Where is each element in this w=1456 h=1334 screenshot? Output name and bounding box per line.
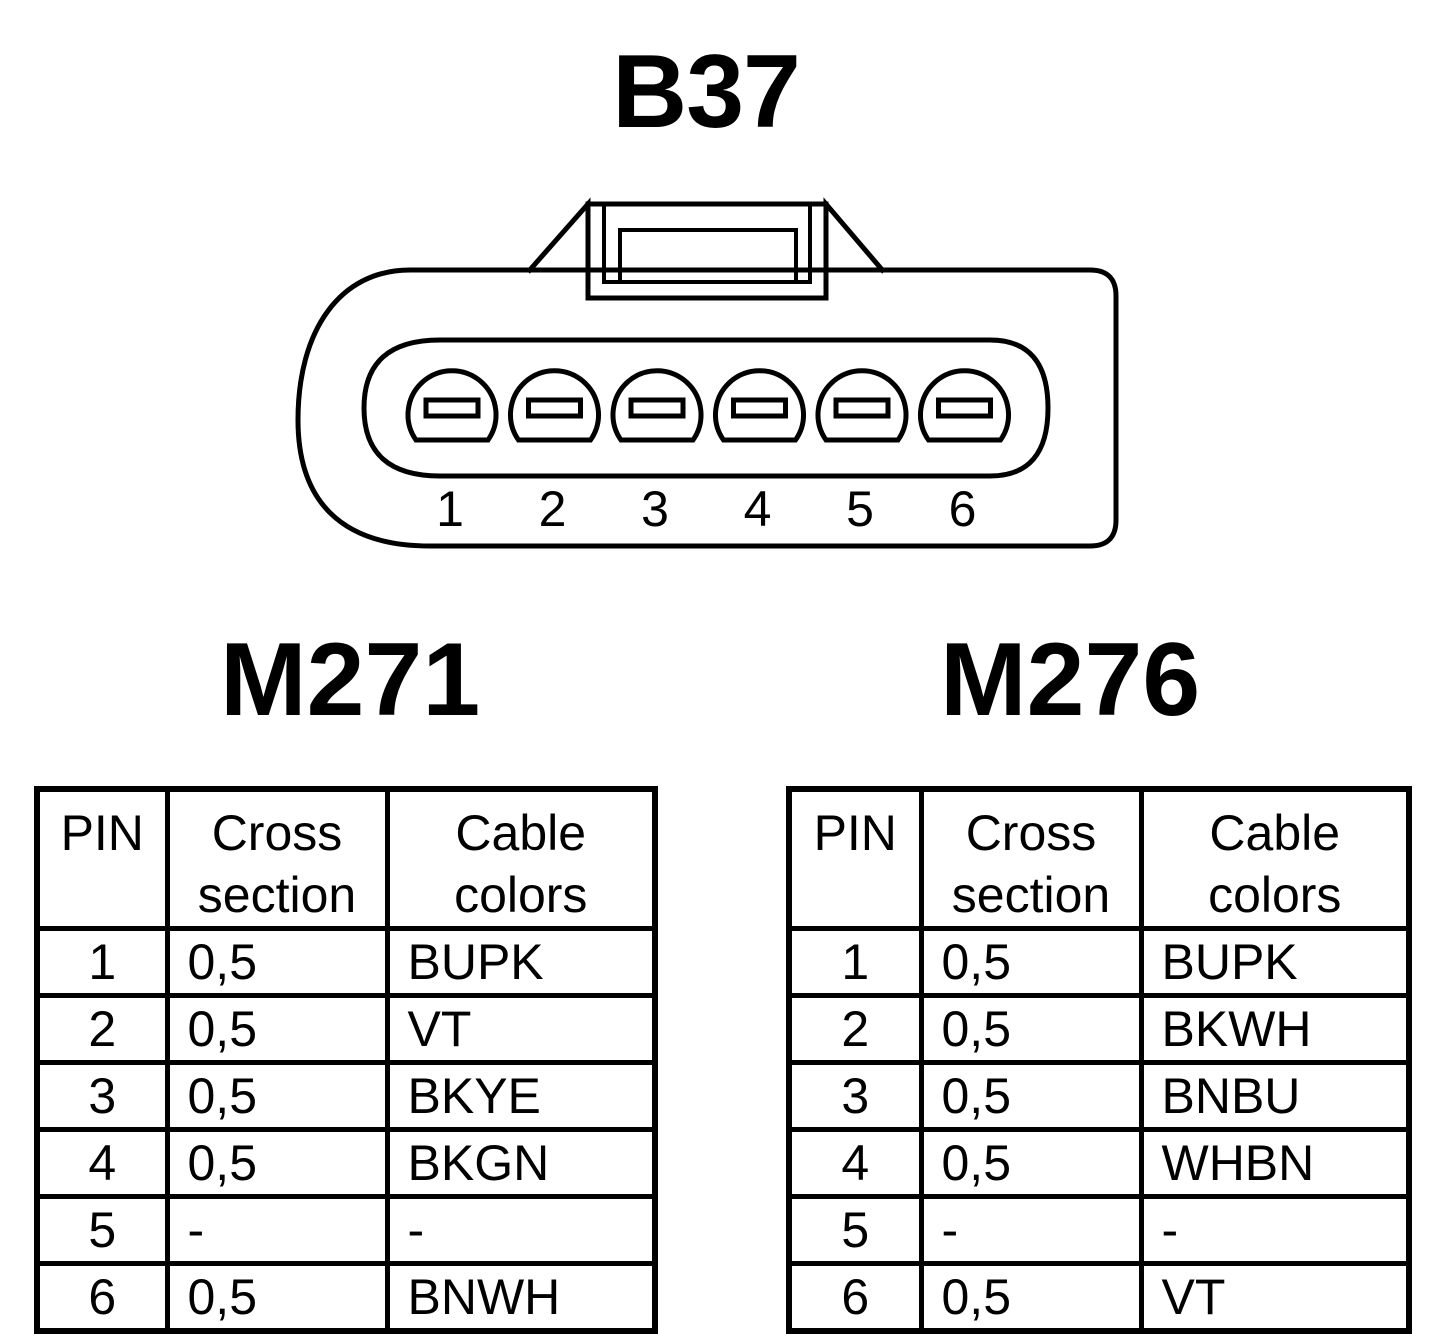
cable-color-cell: - xyxy=(1138,1194,1412,1266)
pin-number: 6 xyxy=(949,481,977,537)
pin-socket xyxy=(918,368,1011,443)
cable-color-cell: BKWH xyxy=(1138,993,1412,1065)
pin-contact xyxy=(936,397,993,419)
header-text: colors xyxy=(1208,867,1342,923)
header-cross-section: Cross section xyxy=(164,786,390,931)
cable-color-cell: VT xyxy=(384,993,658,1065)
engine-title-m276: M276 xyxy=(940,622,1201,738)
cross-section-cell: 0,5 xyxy=(164,926,390,998)
header-cross-section: Cross section xyxy=(918,786,1144,931)
cable-color-cell: BKYE xyxy=(384,1060,658,1132)
header-cable-colors: Cable colors xyxy=(1138,786,1412,931)
connector-pin: 4 xyxy=(713,368,806,537)
connector-pin: 1 xyxy=(405,368,499,537)
header-text: Cross xyxy=(965,805,1097,861)
header-text: section xyxy=(951,867,1111,923)
cross-section-cell: 0,5 xyxy=(918,926,1144,998)
pin-socket xyxy=(405,368,499,443)
header-text: Cable xyxy=(1209,805,1341,861)
table-row: 5-- xyxy=(786,1194,1412,1266)
cross-section-cell: 0,5 xyxy=(164,1127,390,1199)
pin-contact xyxy=(628,397,686,419)
connector-pin: 6 xyxy=(918,368,1011,537)
cable-color-cell: VT xyxy=(1138,1261,1412,1334)
header-text: Cross xyxy=(211,805,343,861)
pin-cell: 6 xyxy=(786,1261,924,1334)
pin-socket xyxy=(815,368,909,443)
header-text: section xyxy=(197,867,357,923)
table-row: 5-- xyxy=(34,1194,658,1266)
connector-diagram: 1 2 3 4 5 6 xyxy=(295,197,1119,549)
pin-socket xyxy=(508,368,601,443)
pin-contact xyxy=(731,397,788,419)
cable-color-cell: BUPK xyxy=(1138,926,1412,998)
header-cable-colors: Cable colors xyxy=(384,786,658,931)
cable-color-cell: BKGN xyxy=(384,1127,658,1199)
cross-section-cell: 0,5 xyxy=(918,993,1144,1065)
cable-color-cell: BNBU xyxy=(1138,1060,1412,1132)
header-text: colors xyxy=(454,867,588,923)
pin-cell: 6 xyxy=(34,1261,170,1334)
pin-number: 1 xyxy=(436,481,464,537)
pin-group: 1 2 3 4 5 6 xyxy=(405,368,1011,537)
header-pin: PIN xyxy=(786,786,924,931)
pin-socket xyxy=(610,368,704,443)
pin-cell: 2 xyxy=(786,993,924,1065)
connector-housing xyxy=(295,267,1119,549)
pin-cell: 5 xyxy=(786,1194,924,1266)
pin-cell: 2 xyxy=(34,993,170,1065)
pin-cell: 1 xyxy=(34,926,170,998)
cable-color-cell: WHBN xyxy=(1138,1127,1412,1199)
cable-color-cell: BNWH xyxy=(384,1261,658,1334)
header-text: Cable xyxy=(455,805,587,861)
pin-cell: 4 xyxy=(34,1127,170,1199)
pin-cell: 4 xyxy=(786,1127,924,1199)
pin-number: 3 xyxy=(641,481,669,537)
cross-section-cell: - xyxy=(918,1194,1144,1266)
cross-section-cell: - xyxy=(164,1194,390,1266)
cross-section-cell: 0,5 xyxy=(918,1060,1144,1132)
pin-number: 2 xyxy=(539,481,567,537)
pin-contact xyxy=(526,397,583,419)
connector-pin: 3 xyxy=(610,368,704,537)
table-header-row: PIN Cross section Cable colors xyxy=(786,786,1412,931)
cable-color-cell: - xyxy=(384,1194,658,1266)
connector-pin: 5 xyxy=(815,368,909,537)
cross-section-cell: 0,5 xyxy=(918,1127,1144,1199)
header-pin: PIN xyxy=(34,786,170,931)
pin-contact xyxy=(423,397,481,419)
pin-number: 4 xyxy=(744,481,772,537)
engine-title-m271: M271 xyxy=(220,622,481,738)
pin-number: 5 xyxy=(846,481,874,537)
cross-section-cell: 0,5 xyxy=(164,993,390,1065)
cross-section-cell: 0,5 xyxy=(164,1060,390,1132)
pin-cell: 3 xyxy=(786,1060,924,1132)
pin-cell: 5 xyxy=(34,1194,170,1266)
pin-socket xyxy=(713,368,806,443)
cross-section-cell: 0,5 xyxy=(918,1261,1144,1334)
latch-window xyxy=(618,228,798,284)
connector-pin: 2 xyxy=(508,368,601,537)
pin-contact xyxy=(833,397,891,419)
cross-section-cell: 0,5 xyxy=(164,1261,390,1334)
pin-cavity xyxy=(361,337,1051,479)
table-header-row: PIN Cross section Cable colors xyxy=(34,786,658,931)
cable-color-cell: BUPK xyxy=(384,926,658,998)
pin-cell: 1 xyxy=(786,926,924,998)
pin-cell: 3 xyxy=(34,1060,170,1132)
connector-title: B37 xyxy=(612,34,801,150)
